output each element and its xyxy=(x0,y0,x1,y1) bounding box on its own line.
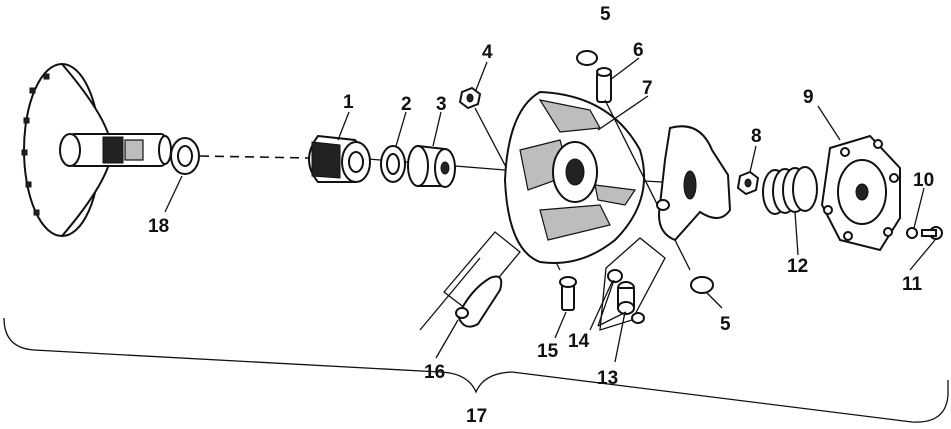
washer-part xyxy=(380,145,406,183)
spacer-washer-part xyxy=(170,137,200,175)
nut-part-8 xyxy=(736,170,760,196)
fixed-sheave-shaft xyxy=(21,63,172,237)
roller-parts xyxy=(599,237,666,331)
bolt-part xyxy=(559,276,577,311)
cam-part xyxy=(656,125,732,242)
button-part-top xyxy=(576,50,691,271)
callout-12: 12 xyxy=(787,256,808,277)
callout-18: 18 xyxy=(148,216,169,237)
callout-6: 6 xyxy=(633,40,644,61)
callout-15: 15 xyxy=(537,341,559,362)
callout-16: 16 xyxy=(424,362,445,383)
callout-14: 14 xyxy=(568,331,590,352)
cover-plate-part xyxy=(820,134,901,252)
center-axis-line xyxy=(199,155,311,159)
callout-10: 10 xyxy=(913,170,934,191)
callout-1: 1 xyxy=(343,92,354,113)
callout-8: 8 xyxy=(751,126,762,147)
washer-screw-parts xyxy=(906,226,943,240)
callout-5-bottom: 5 xyxy=(720,314,731,335)
weight-part xyxy=(419,231,521,331)
callout-4: 4 xyxy=(482,42,493,63)
assembly-bracket xyxy=(3,317,949,423)
moveable-sheave-part xyxy=(503,90,646,265)
callout-5-top: 5 xyxy=(600,4,611,25)
spider-roller-part xyxy=(308,134,371,183)
callout-7: 7 xyxy=(642,78,653,99)
callout-13: 13 xyxy=(597,368,618,389)
callout-9: 9 xyxy=(803,87,814,108)
bushing-part xyxy=(407,144,456,188)
callout-3: 3 xyxy=(436,94,447,115)
callout-17: 17 xyxy=(466,406,487,427)
button-part-bottom xyxy=(690,276,714,294)
leader-lines xyxy=(164,57,936,363)
callout-11: 11 xyxy=(902,274,923,295)
spring-part xyxy=(762,166,818,215)
callout-2: 2 xyxy=(401,94,412,115)
